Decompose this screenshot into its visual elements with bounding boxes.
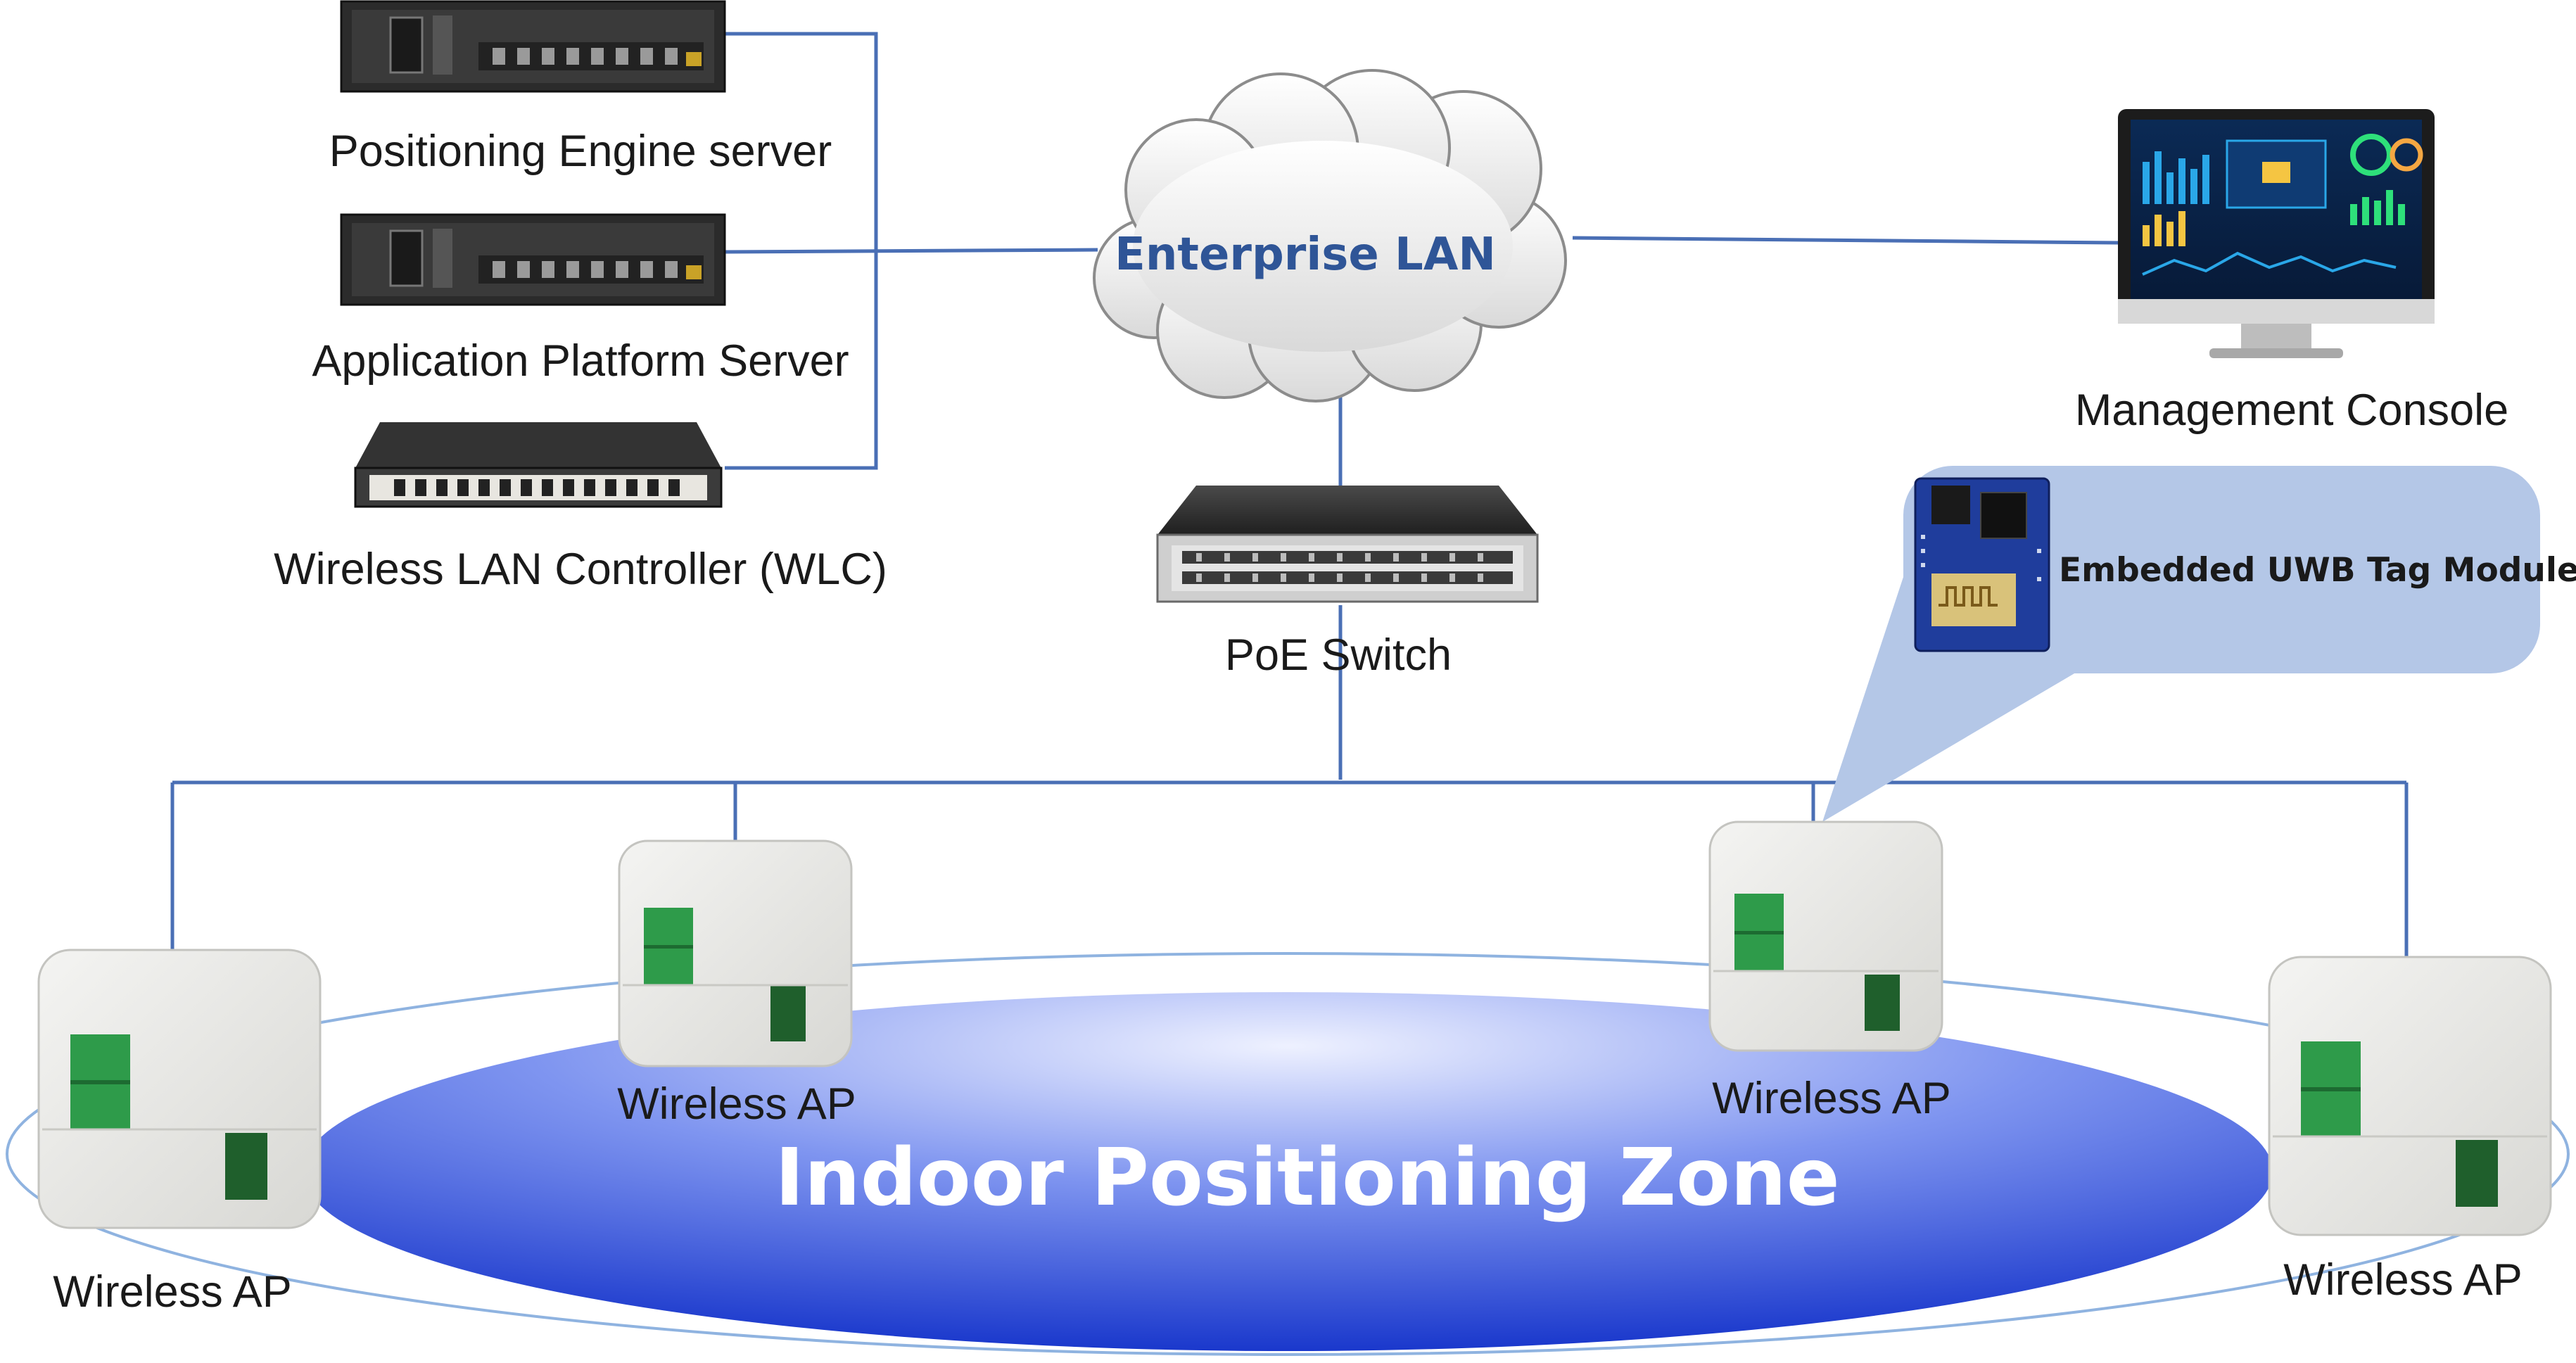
zone-label: Indoor Positioning Zone (775, 1132, 1840, 1224)
access-point-icon (1708, 820, 1943, 1052)
server-icon (340, 0, 726, 93)
connection-lines (170, 32, 2409, 957)
zone-ellipse (303, 992, 2273, 1351)
cloud-icon (1093, 69, 1567, 402)
wlc-label: Wireless LAN Controller (WLC) (274, 545, 887, 594)
zone-outer-ring (6, 952, 2570, 1356)
ap-center-right-label: Wireless AP (1712, 1074, 1951, 1123)
link-console (1572, 236, 2119, 245)
rack-switch-icon (354, 422, 723, 508)
uwb-board-icon (1914, 477, 2050, 652)
management-console-label: Management Console (2074, 386, 2509, 435)
positioning-engine-label: Positioning Engine server (329, 127, 832, 176)
enterprise-lan-label: Enterprise LAN (1115, 229, 1496, 281)
ap-far-left-label: Wireless AP (53, 1267, 292, 1317)
access-point-icon (618, 839, 853, 1067)
ap-far-right-label: Wireless AP (2283, 1255, 2523, 1305)
ap-center-left-label: Wireless AP (617, 1079, 856, 1129)
access-point-icon (37, 949, 322, 1229)
rack-switch-icon (1156, 486, 1539, 603)
poe-switch-label: PoE Switch (1224, 630, 1452, 680)
monitor-icon (2118, 109, 2435, 358)
access-point-icon (2268, 956, 2552, 1236)
server-icon (340, 213, 726, 306)
link-app-server (724, 248, 1098, 254)
uwb-module-label: Embedded UWB Tag Module (2059, 551, 2576, 590)
application-platform-label: Application Platform Server (312, 336, 849, 386)
